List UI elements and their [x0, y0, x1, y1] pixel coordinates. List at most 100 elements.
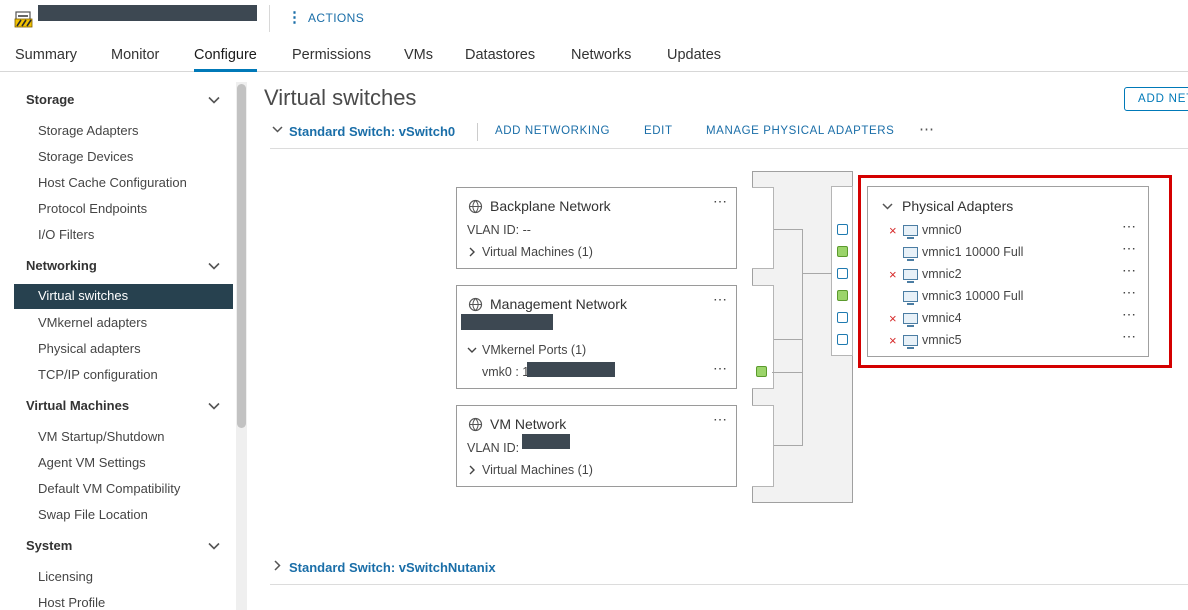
manage-physical-adapters-link[interactable]: MANAGE PHYSICAL ADAPTERS: [706, 125, 895, 137]
expander-label: Virtual Machines (1): [482, 245, 593, 259]
virtual-machines-expander[interactable]: Virtual Machines (1): [467, 245, 593, 259]
more-horizontal-icon[interactable]: ⋯: [1122, 306, 1137, 322]
network-globe-icon: [468, 199, 483, 214]
switch-port-slot: [752, 187, 774, 269]
physical-adapter-row[interactable]: × vmnic4 ⋯: [868, 306, 1148, 330]
nic-icon: [903, 269, 918, 283]
actions-label: ACTIONS: [308, 10, 365, 25]
sidebar-item-label: Virtual switches: [38, 288, 129, 303]
more-horizontal-icon[interactable]: ⋯: [1122, 262, 1137, 278]
sidebar-item-physical-adapters[interactable]: Physical adapters: [38, 341, 141, 356]
disconnected-x-icon: ×: [889, 311, 897, 326]
adapter-name: vmnic1 10000 Full: [922, 245, 1024, 259]
physical-adapters-panel: Physical Adapters × vmnic0 ⋯ vmnic1 1000…: [867, 186, 1149, 357]
more-horizontal-icon[interactable]: ⋯: [1122, 328, 1137, 344]
header-divider: [269, 5, 270, 32]
tab-networks[interactable]: Networks: [571, 47, 632, 63]
switch-title[interactable]: Standard Switch: vSwitchNutanix: [289, 560, 496, 575]
nic-icon: [903, 335, 918, 349]
redacted-text: [527, 362, 615, 377]
sidebar-item-swap-file-location[interactable]: Swap File Location: [38, 507, 148, 522]
sidebar-item-storage-adapters[interactable]: Storage Adapters: [38, 123, 139, 138]
more-horizontal-icon[interactable]: ⋯: [713, 411, 728, 427]
port-group-title: Backplane Network: [490, 198, 611, 214]
vmkernel-port[interactable]: vmk0 : 1: [482, 365, 530, 379]
nic-icon: [903, 225, 918, 239]
network-globe-icon: [468, 297, 483, 312]
tab-datastores[interactable]: Datastores: [465, 47, 536, 63]
highlight-frame: [858, 175, 1172, 368]
sidebar-section-networking[interactable]: Networking: [26, 258, 97, 273]
edit-link[interactable]: EDIT: [644, 125, 673, 137]
tab-vms[interactable]: VMs: [404, 47, 433, 63]
sidebar-item-host-cache-configuration[interactable]: Host Cache Configuration: [38, 175, 187, 190]
chevron-down-icon[interactable]: [272, 124, 283, 135]
physical-adapter-row[interactable]: × vmnic0 ⋯: [868, 218, 1148, 242]
chevron-down-icon[interactable]: [207, 259, 221, 273]
chevron-down-icon[interactable]: [207, 93, 221, 107]
virtual-machines-expander[interactable]: Virtual Machines (1): [467, 463, 593, 477]
port-group-backplane-network: Backplane Network ⋯ VLAN ID: -- Virtual …: [456, 187, 737, 269]
physical-adapter-row[interactable]: vmnic3 10000 Full ⋯: [868, 284, 1148, 308]
chevron-down-icon[interactable]: [882, 201, 893, 212]
port-group-vm-network: VM Network ⋯ VLAN ID: Virtual Machines (…: [456, 405, 737, 487]
sidebar-item-protocol-endpoints[interactable]: Protocol Endpoints: [38, 201, 148, 216]
uplink-port: [837, 334, 848, 345]
chevron-down-icon: [467, 347, 477, 353]
physical-adapters-title: Physical Adapters: [902, 198, 1014, 214]
tab-configure[interactable]: Configure: [194, 47, 257, 72]
more-horizontal-icon[interactable]: ⋯: [1122, 240, 1137, 256]
sidebar-scrollbar-thumb[interactable]: [237, 84, 246, 428]
sidebar-section-storage[interactable]: Storage: [26, 92, 75, 107]
sidebar-item-licensing[interactable]: Licensing: [38, 569, 93, 584]
chevron-down-icon[interactable]: [207, 399, 221, 413]
vlan-id: VLAN ID: --: [467, 223, 531, 237]
tab-permissions[interactable]: Permissions: [292, 47, 371, 63]
sidebar-item-tcpip-configuration[interactable]: TCP/IP configuration: [38, 367, 158, 382]
sidebar-section-system[interactable]: System: [26, 538, 73, 553]
sidebar-item-vm-startup-shutdown[interactable]: VM Startup/Shutdown: [38, 429, 165, 444]
sidebar-item-vmkernel-adapters[interactable]: VMkernel adapters: [38, 315, 148, 330]
more-horizontal-icon[interactable]: ⋯: [1122, 218, 1137, 234]
tab-summary[interactable]: Summary: [15, 47, 78, 63]
chevron-right-icon: [469, 465, 475, 475]
chevron-down-icon[interactable]: [207, 539, 221, 553]
host-name-redacted: [38, 5, 257, 21]
vertical-dots-icon: ⋮: [287, 9, 302, 26]
physical-adapter-row[interactable]: × vmnic2 ⋯: [868, 262, 1148, 286]
sidebar-item-virtual-switches[interactable]: Virtual switches: [14, 284, 233, 309]
chevron-right-icon: [469, 247, 475, 257]
chevron-right-icon[interactable]: [272, 560, 283, 571]
add-networking-link[interactable]: ADD NETWORKING: [495, 125, 611, 137]
more-horizontal-icon[interactable]: ⋯: [713, 291, 728, 307]
physical-adapter-row[interactable]: vmnic1 10000 Full ⋯: [868, 240, 1148, 264]
physical-adapter-row[interactable]: × vmnic5 ⋯: [868, 328, 1148, 352]
vlan-id: VLAN ID:: [467, 441, 520, 455]
tab-bar: Summary Monitor Configure Permissions VM…: [0, 40, 1188, 72]
wire: [772, 372, 803, 373]
sidebar-item-host-profile[interactable]: Host Profile: [38, 595, 106, 610]
wire: [774, 229, 803, 230]
port-group-title: VM Network: [490, 416, 567, 432]
add-networking-button[interactable]: ADD NETWORKING...: [1124, 87, 1188, 111]
disconnected-x-icon: ×: [889, 333, 897, 348]
sidebar-item-agent-vm-settings[interactable]: Agent VM Settings: [38, 455, 146, 470]
port-group-management-network: Management Network ⋯ VMkernel Ports (1) …: [456, 285, 737, 389]
more-horizontal-icon[interactable]: ⋯: [713, 193, 728, 209]
divider: [477, 123, 478, 141]
tab-updates[interactable]: Updates: [667, 47, 722, 63]
sidebar-item-default-vm-compatibility[interactable]: Default VM Compatibility: [38, 481, 181, 496]
sidebar-item-storage-devices[interactable]: Storage Devices: [38, 149, 134, 164]
more-horizontal-icon[interactable]: ⋯: [713, 360, 728, 376]
adapter-name: vmnic4: [922, 311, 962, 325]
sidebar-item-io-filters[interactable]: I/O Filters: [38, 227, 95, 242]
more-horizontal-icon[interactable]: ⋯: [1122, 284, 1137, 300]
sidebar-section-virtual-machines[interactable]: Virtual Machines: [26, 398, 130, 413]
tab-monitor[interactable]: Monitor: [111, 47, 160, 63]
more-horizontal-icon[interactable]: ⋯: [919, 121, 935, 138]
actions-button[interactable]: ⋮ ACTIONS: [287, 10, 364, 25]
vmkernel-ports-expander[interactable]: VMkernel Ports (1): [467, 343, 586, 357]
uplink-port-connected: [837, 246, 848, 257]
switch-title[interactable]: Standard Switch: vSwitch0: [289, 124, 456, 139]
switch-port-slot: [752, 285, 774, 389]
